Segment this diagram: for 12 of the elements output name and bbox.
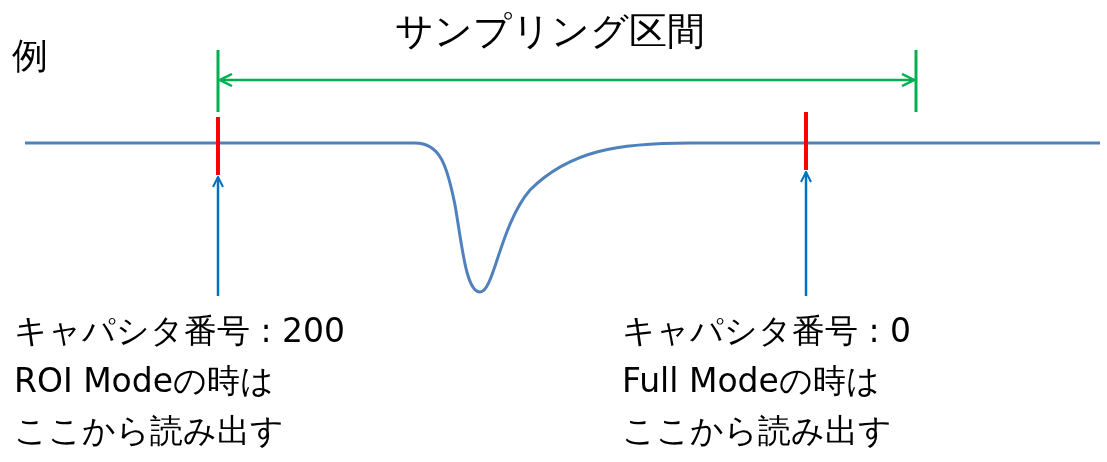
heading: サンプリング区間 [395, 12, 705, 50]
annotation-text: ROI Modeの時は [14, 360, 276, 402]
leader-arrow [212, 176, 224, 296]
leader-arrow [800, 171, 812, 296]
annotation-text: ここから読み出す [622, 410, 893, 452]
annotation-text: キャパシタ番号 : 0 [622, 310, 913, 352]
marker-tick [216, 117, 220, 175]
example-label: 例 [12, 38, 48, 74]
annotation-text: Full Modeの時は [622, 360, 881, 402]
annotation-text: ここから読み出す [14, 410, 285, 452]
marker-tick [804, 112, 808, 170]
annotation-text: キャパシタ番号 : 200 [14, 310, 347, 352]
